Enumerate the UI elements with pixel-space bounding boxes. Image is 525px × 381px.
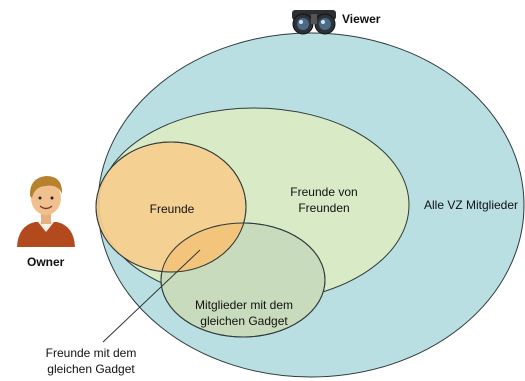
friends-label: Freunde bbox=[149, 202, 195, 216]
binoculars-icon bbox=[292, 10, 336, 35]
all-members-label: Alle VZ Mitglieder bbox=[423, 198, 519, 212]
person-avatar-icon bbox=[17, 176, 75, 247]
callout-label: Freunde mit dem gleichen Gadget bbox=[45, 346, 137, 376]
viewer-label: Viewer bbox=[342, 12, 381, 26]
callout-line bbox=[102, 249, 201, 343]
owner-label: Owner bbox=[27, 255, 65, 269]
friends-of-friends-label: Freunde von Freunden bbox=[290, 185, 358, 215]
same-gadget-label: Mitglieder mit dem gleichen Gadget bbox=[194, 298, 294, 328]
friends-gadget-intersection bbox=[161, 223, 246, 272]
